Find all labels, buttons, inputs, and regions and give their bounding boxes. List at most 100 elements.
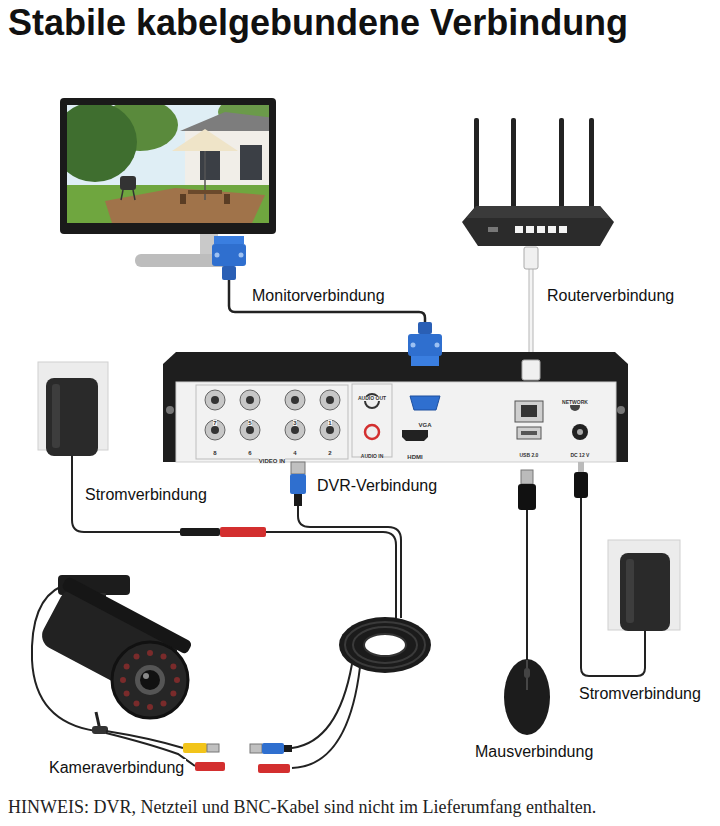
monitor-part <box>212 244 246 266</box>
mouse-part <box>521 470 533 484</box>
connection-label: DVR-Verbindung <box>315 477 439 495</box>
dvr-recorder-part <box>352 384 392 457</box>
reel-plug-part <box>262 743 284 754</box>
label-slot: NETWORK <box>562 390 588 408</box>
router-part <box>511 118 516 214</box>
ir-led-part <box>124 691 130 697</box>
ir-led-part <box>124 664 130 670</box>
label-slot: 1 <box>328 411 331 429</box>
diagram-title: Stabile kabelgebundene Verbindung <box>8 2 628 43</box>
camera-part <box>195 762 225 771</box>
monitor-part-part <box>67 105 137 182</box>
monitor-part <box>67 105 269 223</box>
label-slot: VGA <box>419 413 432 431</box>
monitor-part <box>222 266 236 280</box>
bnc-port-part <box>240 390 260 410</box>
bnc-plug-part <box>294 494 302 506</box>
label-slot: Mausverbindung <box>473 743 595 761</box>
note-text: HINWEIS: DVR, Netzteil und BNC-Kabel sin… <box>8 797 596 818</box>
channel-number: 8 <box>213 450 216 456</box>
port-label: USB 2.0 <box>520 453 539 458</box>
bnc-plug-part <box>291 462 305 474</box>
label-slot: AUDIO IN <box>361 444 384 462</box>
monitor-part-part <box>180 194 186 204</box>
dvr-recorder-part <box>521 405 537 417</box>
bnc-port-part <box>211 426 219 434</box>
connection-label: Stromverbindung <box>577 685 703 703</box>
power-adapter-part <box>626 559 634 623</box>
ir-led-part <box>120 677 126 683</box>
label-slot: Kameraverbindung <box>47 759 186 777</box>
bnc-port-part <box>326 396 334 404</box>
connection-label: Mausverbindung <box>473 743 595 761</box>
monitor-part-part <box>133 190 135 200</box>
dc-connector-part <box>220 527 266 537</box>
bnc-port-part <box>320 390 340 410</box>
label-slot: Stromverbindung <box>577 685 703 703</box>
power-cable <box>292 667 360 768</box>
dvr-recorder-part <box>163 352 628 462</box>
dvr-recorder-part <box>572 424 588 440</box>
ethernet-cable-part <box>529 268 534 362</box>
connection-label: Kameraverbindung <box>47 759 186 777</box>
label-slot: HINWEIS: DVR, Netzteil und BNC-Kabel sin… <box>8 797 596 818</box>
label-slot: 7 <box>213 411 216 429</box>
bnc-port-part <box>240 420 260 440</box>
router-part <box>537 226 545 233</box>
power-adapter-part <box>608 540 680 630</box>
ethernet-cable-part <box>524 247 538 269</box>
bnc-plug-part <box>290 474 306 494</box>
router <box>462 118 614 246</box>
router-part <box>474 118 479 214</box>
mouse-part <box>518 484 536 510</box>
router-part <box>589 118 594 214</box>
camera-part <box>207 744 219 752</box>
dvr-recorder-part <box>577 429 583 435</box>
bnc-port-part <box>320 420 340 440</box>
ir-led-part <box>147 650 153 656</box>
monitor-part-part <box>67 185 269 223</box>
vga-plug-part <box>418 322 432 334</box>
router-part <box>559 118 564 214</box>
vga-cable <box>229 280 425 322</box>
power-adapter-part <box>620 553 670 631</box>
monitor-part-part <box>240 145 262 180</box>
label-slot: Monitorverbindung <box>250 287 387 305</box>
label-slot: VIDEO IN <box>259 449 285 467</box>
monitor-part <box>214 236 244 244</box>
monitor-part-part <box>121 190 123 200</box>
ethernet-cable <box>524 247 538 362</box>
label-slot: 2 <box>328 441 331 459</box>
router-part <box>466 206 610 218</box>
monitor-part-part <box>120 176 136 190</box>
ir-led-part <box>147 704 153 710</box>
connection-label: Routerverbindung <box>545 287 676 305</box>
router-part <box>548 226 556 233</box>
ethernet-cable-part <box>530 268 533 362</box>
monitor <box>53 96 282 280</box>
vga-plug-part <box>435 343 440 348</box>
bnc-port-part <box>205 420 225 440</box>
vga-plug-part <box>411 343 416 348</box>
bnc-port-part <box>291 426 299 434</box>
monitor-part-part <box>224 194 230 204</box>
bnc-port-part <box>205 390 225 410</box>
bnc-port-part <box>291 396 299 404</box>
label-slot: 6 <box>248 441 251 459</box>
power-adapter-part <box>574 472 588 498</box>
dvr-recorder-part <box>517 427 541 439</box>
power-adapter-part <box>52 384 60 448</box>
mouse-part <box>526 510 528 660</box>
mouse-part <box>524 668 530 678</box>
power-cable <box>266 532 396 618</box>
dvr-recorder-part <box>402 430 428 441</box>
dvr-recorder-part <box>515 401 543 422</box>
channel-number: 1 <box>328 420 331 426</box>
channel-number: 5 <box>248 420 251 426</box>
ethernet-plug <box>522 360 540 380</box>
label-slot: DVR-Verbindung <box>315 477 439 495</box>
router-part <box>488 227 498 232</box>
port-label: DC 12 V <box>571 453 590 458</box>
ir-led-part <box>134 654 140 660</box>
monitor-part-part <box>172 129 238 151</box>
